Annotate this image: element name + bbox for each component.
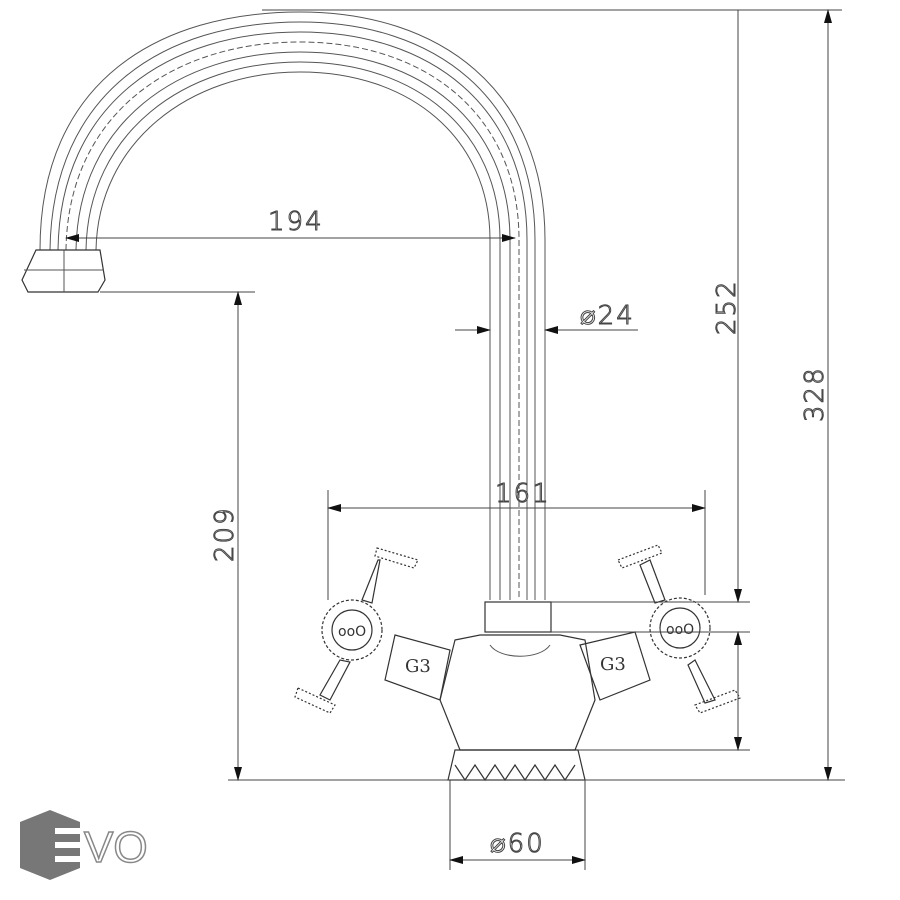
label-194: 194 (268, 207, 324, 237)
label-209: 209 (210, 506, 240, 562)
label-252: 252 (712, 279, 742, 335)
logo-text: VO (84, 823, 148, 872)
right-handle: G3 ooO (579, 544, 741, 714)
left-handle: G3 ooO (294, 547, 451, 714)
spout (21, 11, 546, 600)
svg-text:G3: G3 (600, 654, 626, 675)
svg-text:ooO: ooO (338, 624, 366, 640)
extension-lines (100, 9, 845, 870)
svg-text:G3: G3 (405, 656, 431, 677)
base-ornament (454, 763, 576, 782)
faucet-body (439, 601, 596, 782)
label-diameter-24: ⌀24 (580, 301, 635, 331)
label-diameter-60: ⌀60 (490, 829, 545, 859)
label-161: 161 (495, 479, 551, 509)
svg-text:ooO: ooO (666, 622, 694, 638)
evo-logo: VO (20, 810, 148, 880)
label-328: 328 (800, 366, 830, 422)
